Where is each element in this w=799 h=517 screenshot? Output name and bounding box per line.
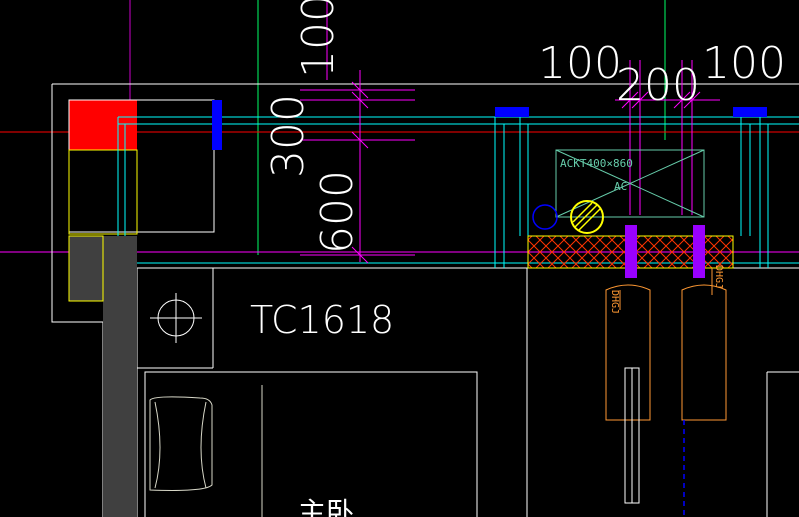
pipe-purple-left	[625, 225, 637, 278]
anchor-blue-mid	[495, 107, 529, 117]
dim-200: 200	[616, 60, 700, 111]
drain-circle-yellow	[570, 200, 604, 234]
pipe-purple-right	[693, 225, 705, 278]
pipe-label-right: DHGJ	[713, 265, 724, 289]
dimension-lines	[300, 60, 720, 264]
window-tag: TC1618	[250, 298, 394, 342]
dim-600: 600	[312, 170, 363, 254]
wall-fill	[103, 236, 137, 517]
dim-100-right-a: 100	[538, 38, 622, 89]
door-frame	[624, 367, 640, 504]
dim-100-left: 100	[293, 0, 344, 78]
dim-100-right-b: 100	[702, 38, 786, 89]
pipe-orange-right	[681, 268, 727, 421]
furniture-bed	[149, 385, 263, 517]
pipe-orange-left	[605, 284, 651, 421]
drain-circle-blue	[532, 204, 558, 230]
ac-mark: AC	[614, 180, 627, 193]
anchor-blue-left	[212, 100, 222, 150]
wall-outline	[51, 83, 799, 517]
column-symbol	[150, 293, 202, 343]
room-name: 主卧	[298, 496, 354, 517]
ac-unit: ACKT400×860 AC	[555, 149, 705, 218]
pipe-label-left: DHGJ	[609, 290, 620, 314]
dim-300: 300	[263, 94, 314, 178]
anchor-blue-right	[733, 107, 767, 117]
ac-tag: ACKT400×860	[560, 157, 633, 170]
column-red	[69, 100, 137, 150]
